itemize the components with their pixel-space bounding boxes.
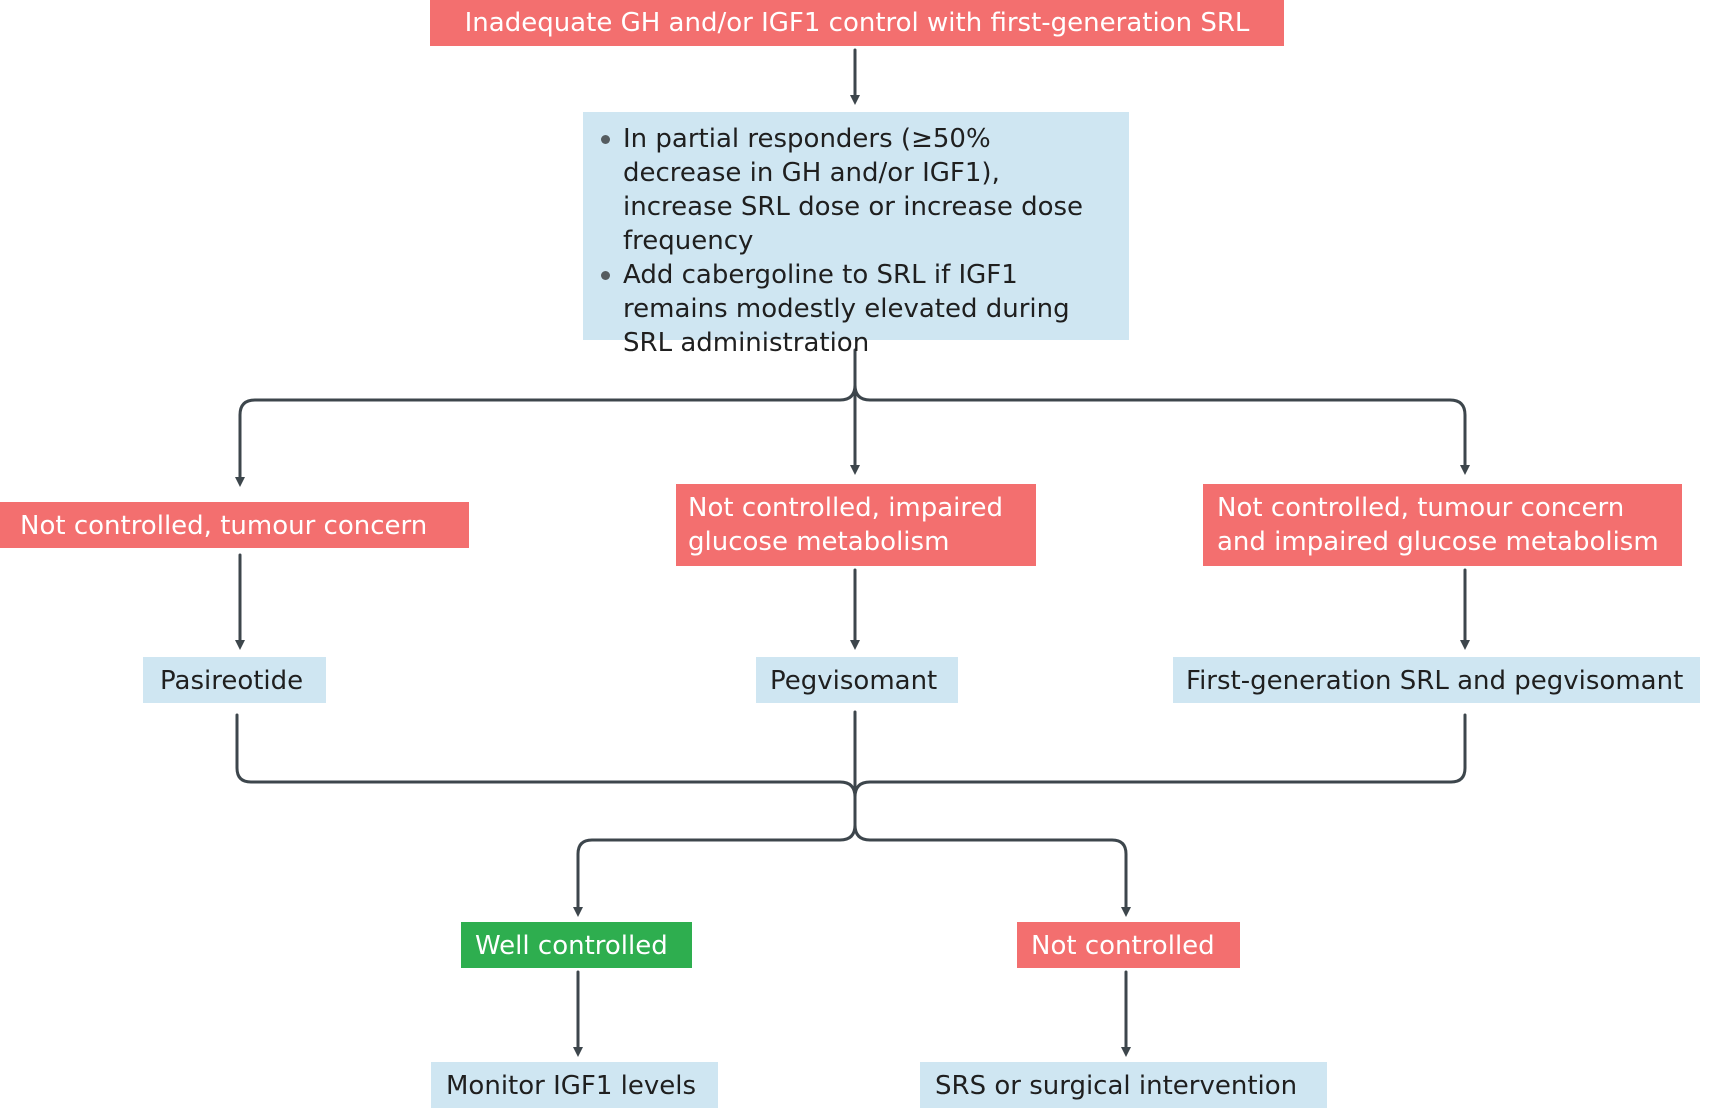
outcome-well-label: Well controlled: [475, 931, 668, 961]
treatment-pasireotide-label: Pasireotide: [160, 666, 304, 696]
top-label: Inadequate GH and/or IGF1 control with f…: [464, 8, 1250, 38]
treatment-combo: First-generation SRL and pegvisomant: [1173, 657, 1700, 703]
treatment-combo-label: First-generation SRL and pegvisomant: [1186, 666, 1684, 696]
treatment-pegvisomant: Pegvisomant: [756, 657, 958, 703]
branch-right: [853, 383, 1470, 475]
outcome-not: Not controlled: [1017, 922, 1240, 968]
recommendations-list: In partial responders (≥50% decrease in …: [597, 122, 1117, 360]
action-monitor-label: Monitor IGF1 levels: [446, 1071, 697, 1101]
outcome-not-label: Not controlled: [1031, 931, 1215, 961]
treatment-pegvisomant-label: Pegvisomant: [770, 666, 938, 696]
condition-both-label: Not controlled, tumour concern and impai…: [1217, 493, 1659, 557]
condition-tumour: Not controlled, tumour concern: [0, 502, 469, 548]
condition-glucose-label: Not controlled, impaired glucose metabol…: [688, 493, 1004, 557]
recommendation-item: Add cabergoline to SRL if IGF1 remains m…: [597, 258, 1117, 360]
outcome-well: Well controlled: [461, 922, 692, 968]
condition-both: Not controlled, tumour concern and impai…: [1203, 484, 1682, 566]
condition-tumour-label: Not controlled, tumour concern: [20, 511, 428, 541]
merge-right: [853, 713, 1467, 917]
action-monitor: Monitor IGF1 levels: [431, 1062, 718, 1108]
condition-glucose: Not controlled, impaired glucose metabol…: [676, 484, 1036, 566]
action-srs: SRS or surgical intervention: [920, 1062, 1327, 1108]
recommendation-item: In partial responders (≥50% decrease in …: [597, 122, 1117, 258]
action-srs-label: SRS or surgical intervention: [935, 1071, 1298, 1101]
merge-left: [235, 713, 857, 917]
recommendations-box: In partial responders (≥50% decrease in …: [583, 112, 1129, 358]
treatment-pasireotide: Pasireotide: [143, 657, 326, 703]
top-box: Inadequate GH and/or IGF1 control with f…: [430, 0, 1284, 46]
branch-stem: [235, 348, 857, 487]
